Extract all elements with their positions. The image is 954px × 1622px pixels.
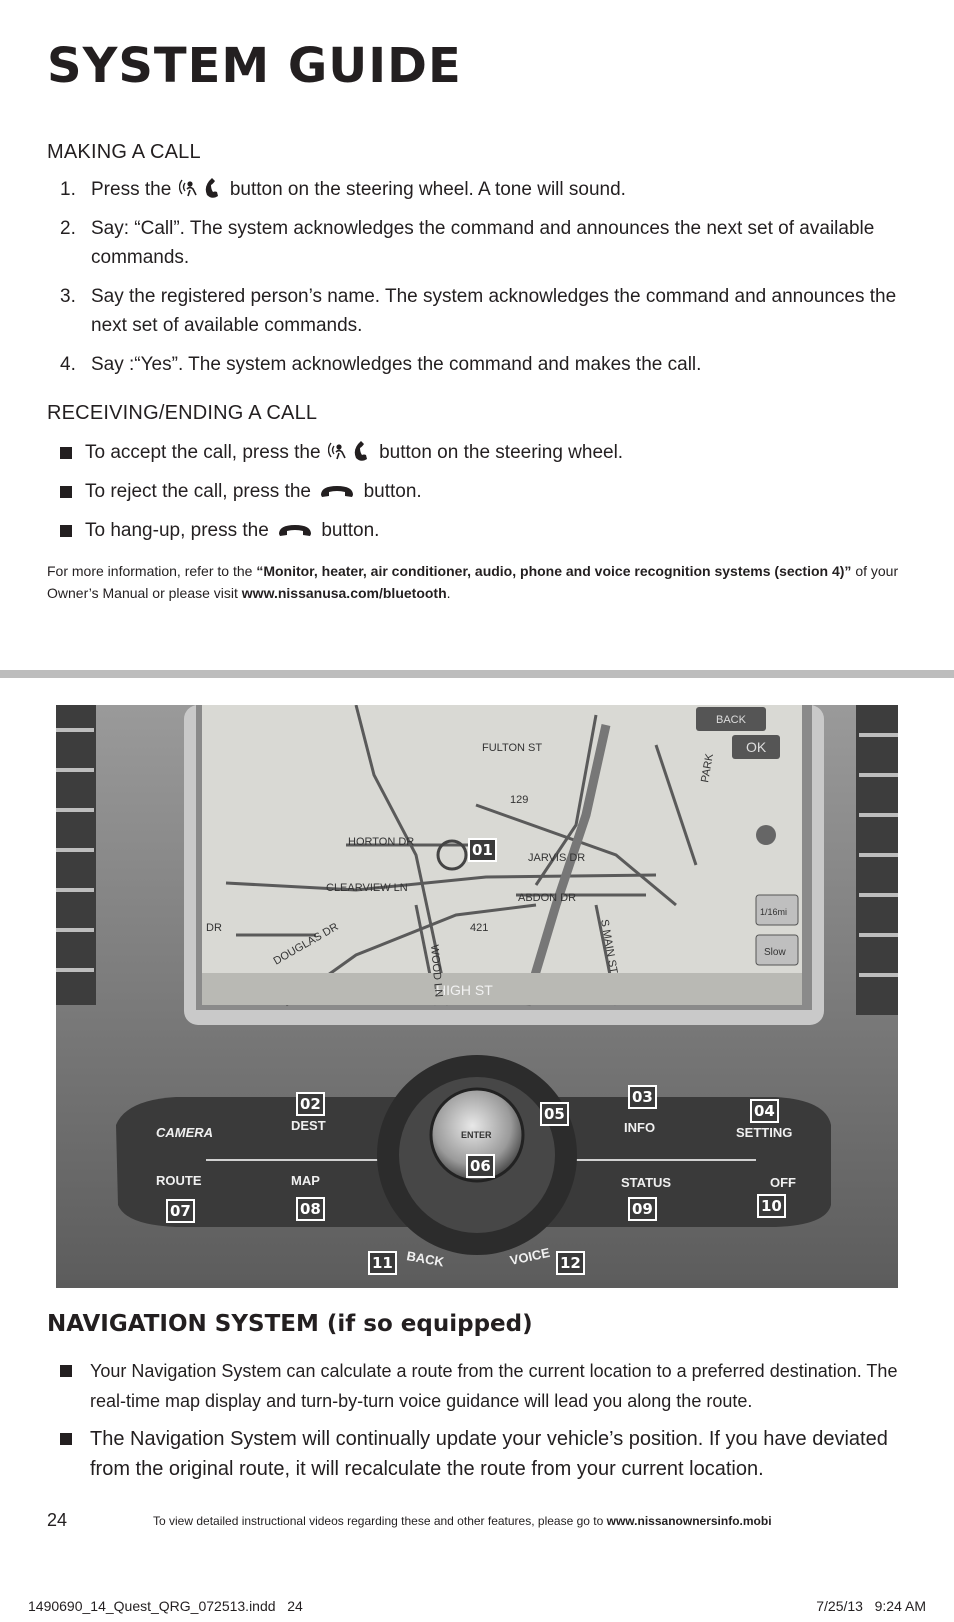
- step-text-after: button on the steering wheel. A tone wil…: [229, 179, 626, 200]
- map-label: ABDON DR: [518, 892, 576, 904]
- making-call-steps: 1. Press the button on the steering whee…: [58, 175, 898, 389]
- hang-up-item: To hang-up, press the button.: [60, 516, 900, 545]
- callout-01: 01: [468, 838, 497, 862]
- section-divider: [0, 670, 954, 678]
- info-button-label: INFO: [624, 1120, 655, 1135]
- screen-back-label: BACK: [716, 714, 747, 726]
- callout-06: 06: [466, 1154, 495, 1178]
- dest-button-label: DEST: [291, 1118, 326, 1133]
- end-call-icon: [321, 486, 354, 497]
- step-number: 2.: [60, 218, 76, 239]
- bullet-text: Your Navigation System can calculate a r…: [90, 1361, 898, 1411]
- bullet-text-after: button.: [321, 520, 380, 541]
- callout-02: 02: [296, 1092, 325, 1116]
- navigation-bullets: Your Navigation System can calculate a r…: [60, 1356, 910, 1492]
- callout-11: 11: [368, 1251, 397, 1275]
- receiving-call-heading: RECEIVING/ENDING A CALL: [47, 402, 318, 424]
- talk-phone-icon: [327, 441, 367, 461]
- bullet-text-after: button on the steering wheel.: [379, 442, 624, 463]
- accept-call-item: To accept the call, press the button on …: [60, 438, 900, 467]
- bullet-text-after: button.: [363, 481, 422, 502]
- navigation-bullet: The Navigation System will continually u…: [60, 1424, 910, 1484]
- bullet-text: The Navigation System will continually u…: [90, 1428, 888, 1480]
- callout-12: 12: [556, 1251, 585, 1275]
- print-slug-date: 7/25/13 9:24 AM: [816, 1598, 926, 1614]
- bullet-square: [60, 486, 72, 498]
- map-label: FULTON ST: [482, 742, 542, 754]
- step-number: 1.: [60, 179, 76, 200]
- talk-phone-icon: [178, 178, 218, 198]
- note-prefix: For more information, refer to the: [47, 563, 253, 579]
- step-text: Press the: [91, 179, 172, 200]
- bullet-square: [60, 1365, 72, 1377]
- setting-button-label: SETTING: [736, 1125, 792, 1140]
- callout-07: 07: [166, 1199, 195, 1223]
- step-4: 4. Say :“Yes”. The system acknowledges t…: [58, 350, 898, 379]
- map-label: 129: [510, 794, 528, 806]
- step-text: Say the registered person’s name. The sy…: [91, 286, 897, 336]
- callout-03: 03: [628, 1085, 657, 1109]
- enter-button-label: ENTER: [461, 1130, 492, 1140]
- step-number: 3.: [60, 286, 76, 307]
- bullet-text: To hang-up, press the: [85, 520, 269, 541]
- dashboard-illustration: FULTON ST HORTON DR JARVIS DR CLEARVIEW …: [56, 705, 898, 1288]
- map-label: WOOD LN: [428, 944, 445, 997]
- left-vent: [56, 705, 96, 1005]
- page-number: 24: [47, 1510, 68, 1530]
- navigation-bullet: Your Navigation System can calculate a r…: [60, 1356, 910, 1416]
- callout-10: 10: [757, 1194, 786, 1218]
- map-label: HIGH ST: [436, 982, 493, 998]
- step-2: 2. Say: “Call”. The system acknowledges …: [58, 214, 898, 272]
- callout-09: 09: [628, 1197, 657, 1221]
- step-text: Say: “Call”. The system acknowledges the…: [91, 218, 875, 268]
- print-slug-file: 1490690_14_Quest_QRG_072513.indd 24: [28, 1598, 303, 1614]
- map-display: [202, 705, 802, 1007]
- off-button-label: OFF: [770, 1175, 796, 1190]
- end-call-icon: [279, 525, 312, 536]
- route-button-label: ROUTE: [156, 1173, 202, 1188]
- map-button-label: MAP: [291, 1173, 320, 1188]
- screen-ok-label: OK: [746, 739, 767, 755]
- footer-note-text: To view detailed instructional videos re…: [153, 1514, 604, 1528]
- more-info-note: For more information, refer to the “Moni…: [47, 560, 907, 604]
- footer-note: To view detailed instructional videos re…: [153, 1514, 772, 1528]
- bullet-text: To reject the call, press the: [85, 481, 311, 502]
- callout-04: 04: [750, 1099, 779, 1123]
- navigation-photo: FULTON ST HORTON DR JARVIS DR CLEARVIEW …: [56, 705, 898, 1288]
- screen-scale-label: 1/16mi: [760, 907, 787, 917]
- note-suffix: .: [446, 585, 451, 601]
- map-label: JARVIS DR: [528, 852, 585, 864]
- status-button-label: STATUS: [621, 1175, 671, 1190]
- map-label: HORTON DR: [348, 836, 414, 848]
- map-label: 421: [470, 922, 488, 934]
- footer-url-link[interactable]: www.nissanownersinfo.mobi: [606, 1514, 772, 1528]
- bullet-text: To accept the call, press the: [85, 442, 321, 463]
- right-vent: [856, 705, 898, 1015]
- note-url-link[interactable]: www.nissanusa.com/bluetooth: [241, 585, 447, 601]
- step-3: 3. Say the registered person’s name. The…: [58, 282, 898, 340]
- back-button-label: BACK: [405, 1248, 445, 1269]
- note-manual-reference: “Monitor, heater, air conditioner, audio…: [256, 563, 852, 579]
- callout-08: 08: [296, 1197, 325, 1221]
- making-call-heading: MAKING A CALL: [47, 141, 201, 163]
- bullet-square: [60, 1433, 72, 1445]
- step-1: 1. Press the button on the steering whee…: [58, 175, 898, 204]
- bullet-square: [60, 525, 72, 537]
- step-number: 4.: [60, 354, 76, 375]
- note-middle: of your Owner’s Manual or please visit: [47, 563, 899, 601]
- camera-button-label: CAMERA: [156, 1125, 213, 1140]
- map-label: CLEARVIEW LN: [326, 882, 408, 894]
- step-text: Say :“Yes”. The system acknowledges the …: [91, 354, 702, 375]
- map-label: DR: [206, 922, 222, 934]
- page-title: SYSTEM GUIDE: [47, 38, 462, 94]
- reject-call-item: To reject the call, press the button.: [60, 477, 900, 506]
- bullet-square: [60, 447, 72, 459]
- receiving-call-bullets: To accept the call, press the button on …: [60, 438, 900, 555]
- callout-05: 05: [540, 1102, 569, 1126]
- map-label: PARK: [699, 752, 716, 783]
- screen-slow-label: Slow: [764, 947, 786, 958]
- navigation-section-title: NAVIGATION SYSTEM (if so equipped): [47, 1311, 533, 1337]
